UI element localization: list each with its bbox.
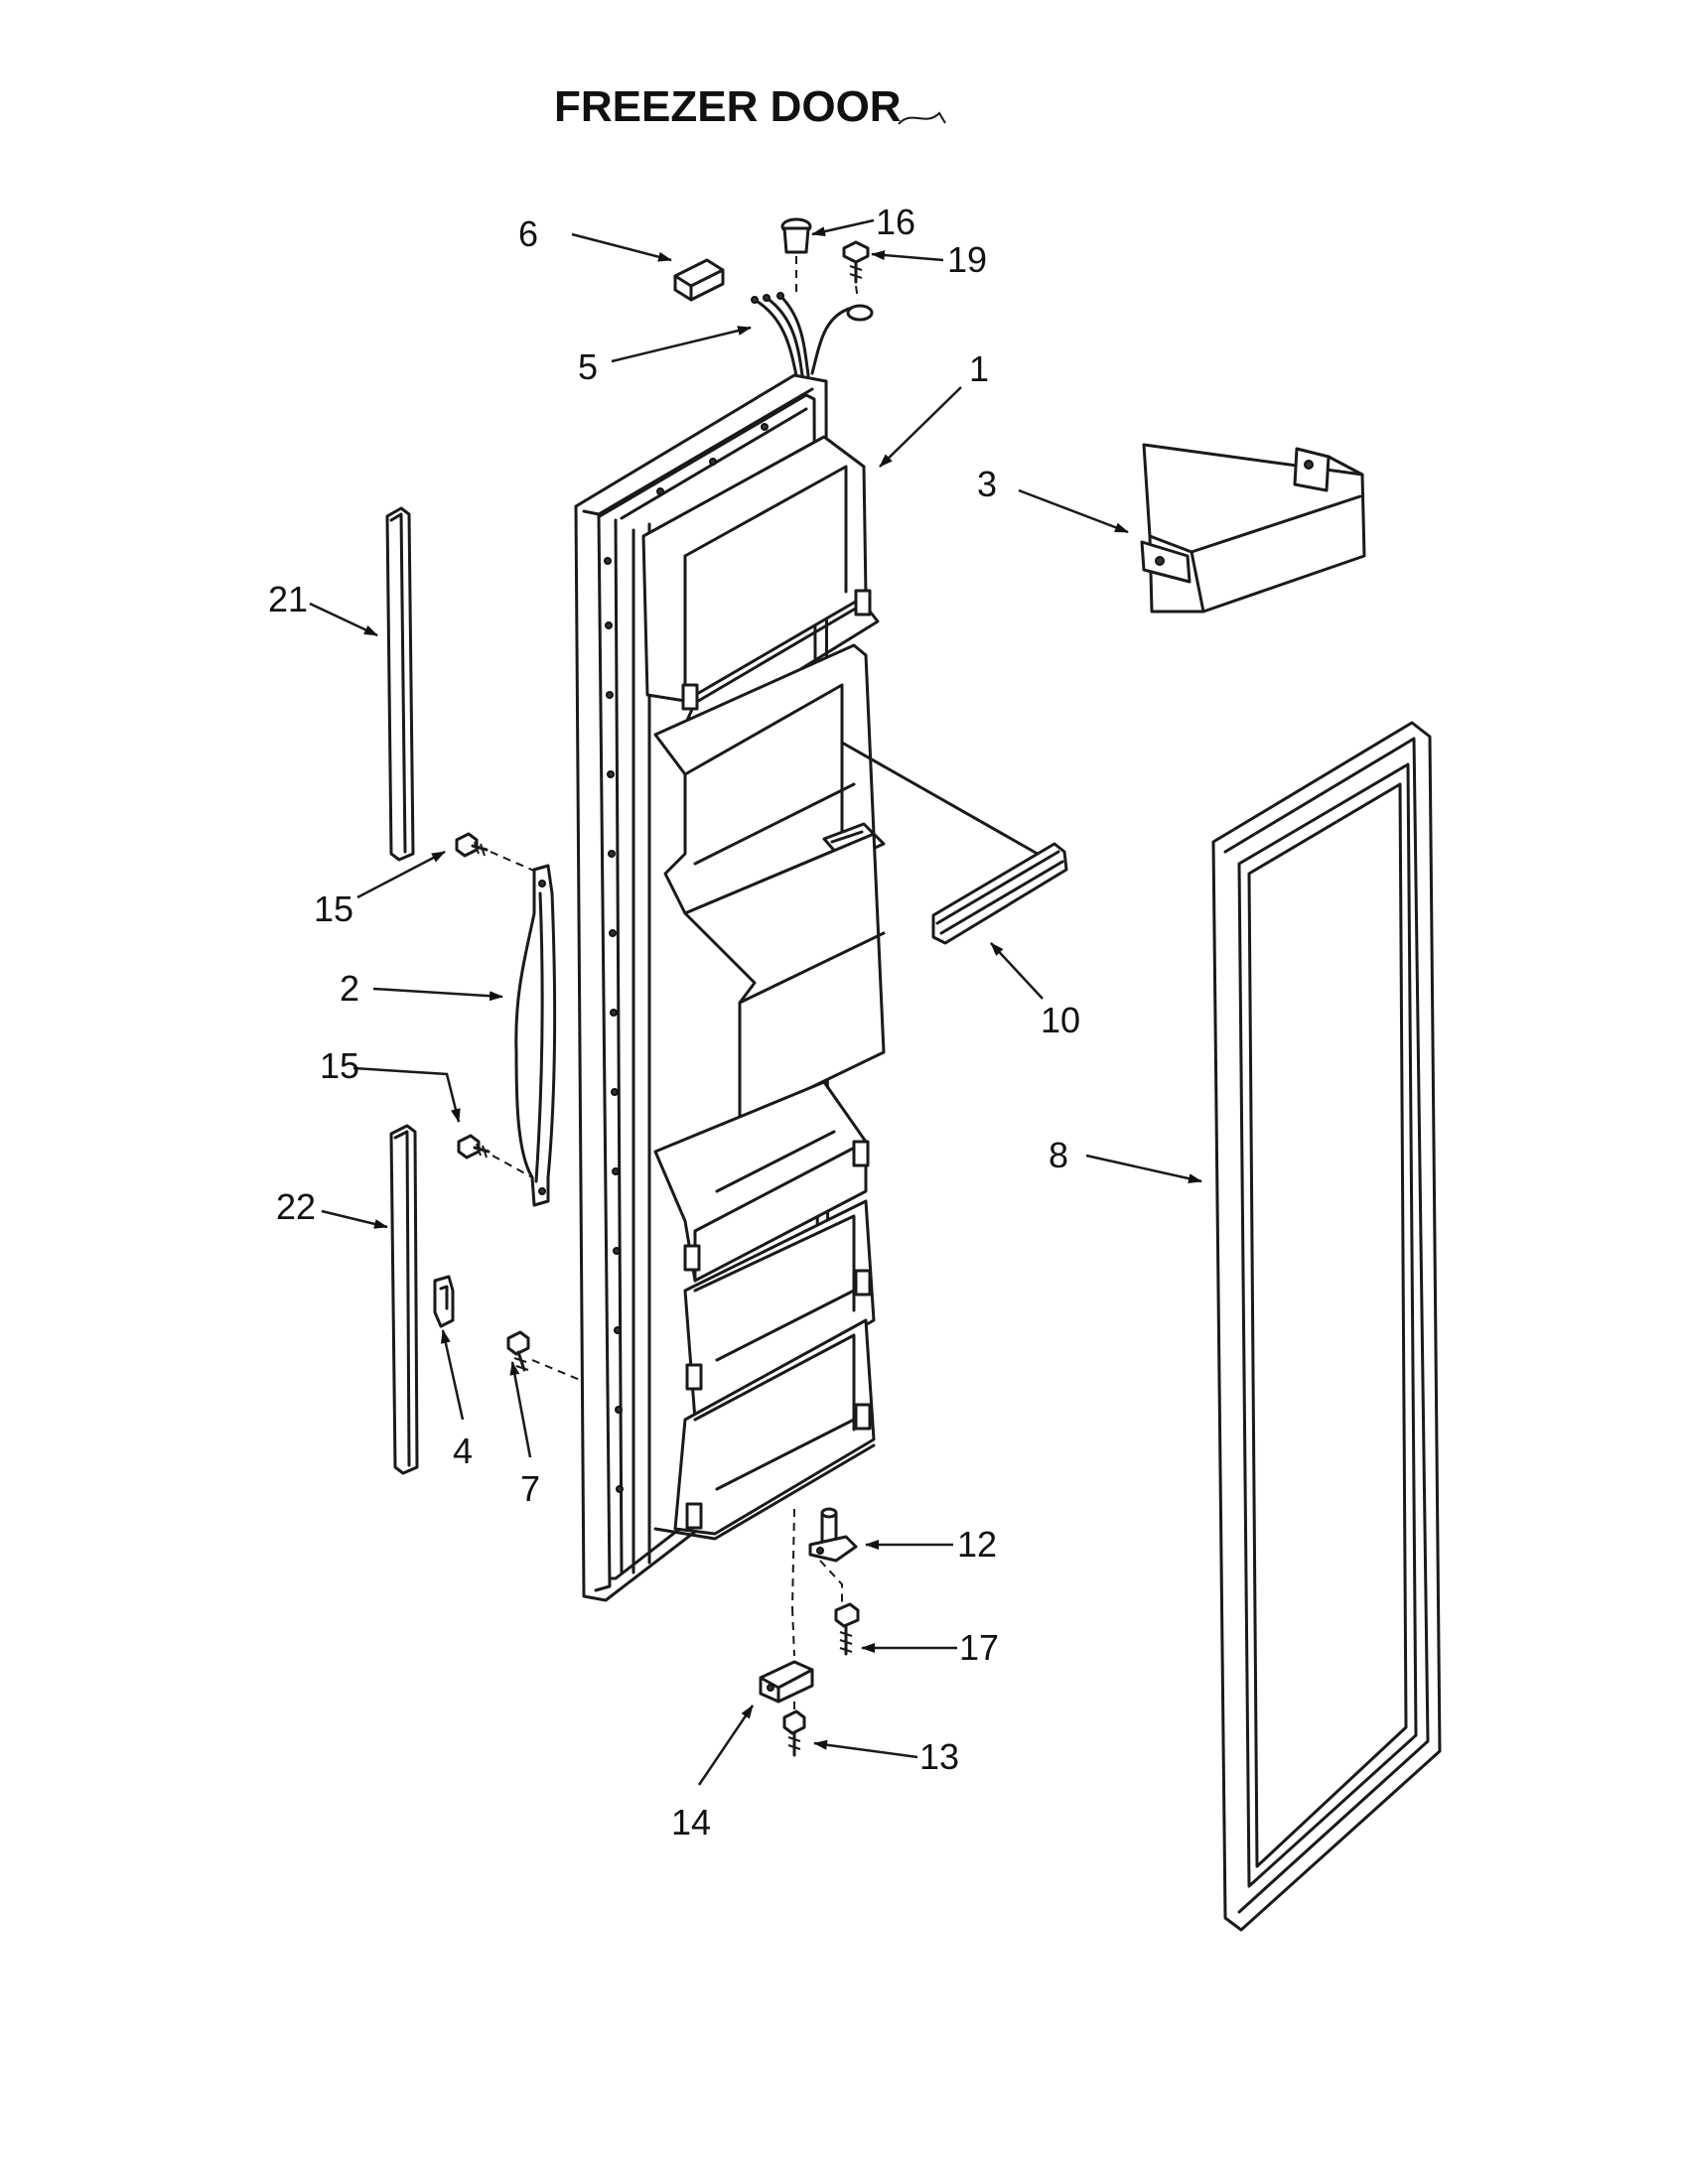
- trim-21: [385, 506, 415, 862]
- callout-15-lower: 15: [320, 1045, 359, 1086]
- callout-13: 13: [919, 1736, 959, 1777]
- door-shelf-bin: [1140, 443, 1366, 614]
- door-handle: [514, 864, 557, 1207]
- door-edge-holes: [604, 423, 769, 1493]
- screw-17: [834, 1602, 860, 1656]
- screw-13: [782, 1702, 806, 1757]
- callout-4: 4: [453, 1431, 473, 1471]
- hinge-bracket: [759, 1607, 814, 1704]
- callout-15-upper: 15: [314, 888, 353, 929]
- callout-numbers: 6 16 19 5 1 3 21 15 2 15 10 8 22 4 7 12 …: [268, 202, 1080, 1843]
- clip: [433, 1275, 455, 1328]
- callout-17: 17: [959, 1627, 999, 1668]
- screw-19: [842, 240, 870, 301]
- callout-22: 22: [276, 1186, 316, 1227]
- screw-7: [506, 1330, 581, 1381]
- callout-8: 8: [1049, 1135, 1068, 1175]
- callout-21: 21: [268, 579, 308, 619]
- callout-6: 6: [518, 213, 538, 254]
- callout-1: 1: [969, 348, 989, 389]
- trim-strip: [840, 741, 1068, 945]
- callout-14: 14: [671, 1802, 711, 1843]
- callout-19: 19: [947, 239, 987, 280]
- callout-2: 2: [340, 968, 359, 1009]
- callout-16: 16: [876, 202, 915, 242]
- title-scribble: [898, 111, 946, 125]
- diagram-title: FREEZER DOOR: [554, 82, 902, 131]
- callout-3: 3: [977, 464, 997, 504]
- hinge-pin: [791, 1507, 858, 1609]
- wire-harness: [751, 292, 874, 377]
- door-gasket: [1211, 721, 1442, 1932]
- callout-7: 7: [520, 1468, 540, 1509]
- screw-15-upper: [455, 832, 537, 873]
- trim-22: [389, 1124, 419, 1475]
- door-assembly: [574, 373, 886, 1602]
- callout-5: 5: [578, 346, 598, 387]
- grommet: [780, 217, 812, 298]
- leader-lines: [309, 218, 1202, 1786]
- connector: [673, 258, 725, 302]
- callout-10: 10: [1041, 1000, 1080, 1040]
- callout-12: 12: [957, 1524, 997, 1565]
- screw-15-lower: [457, 1134, 533, 1178]
